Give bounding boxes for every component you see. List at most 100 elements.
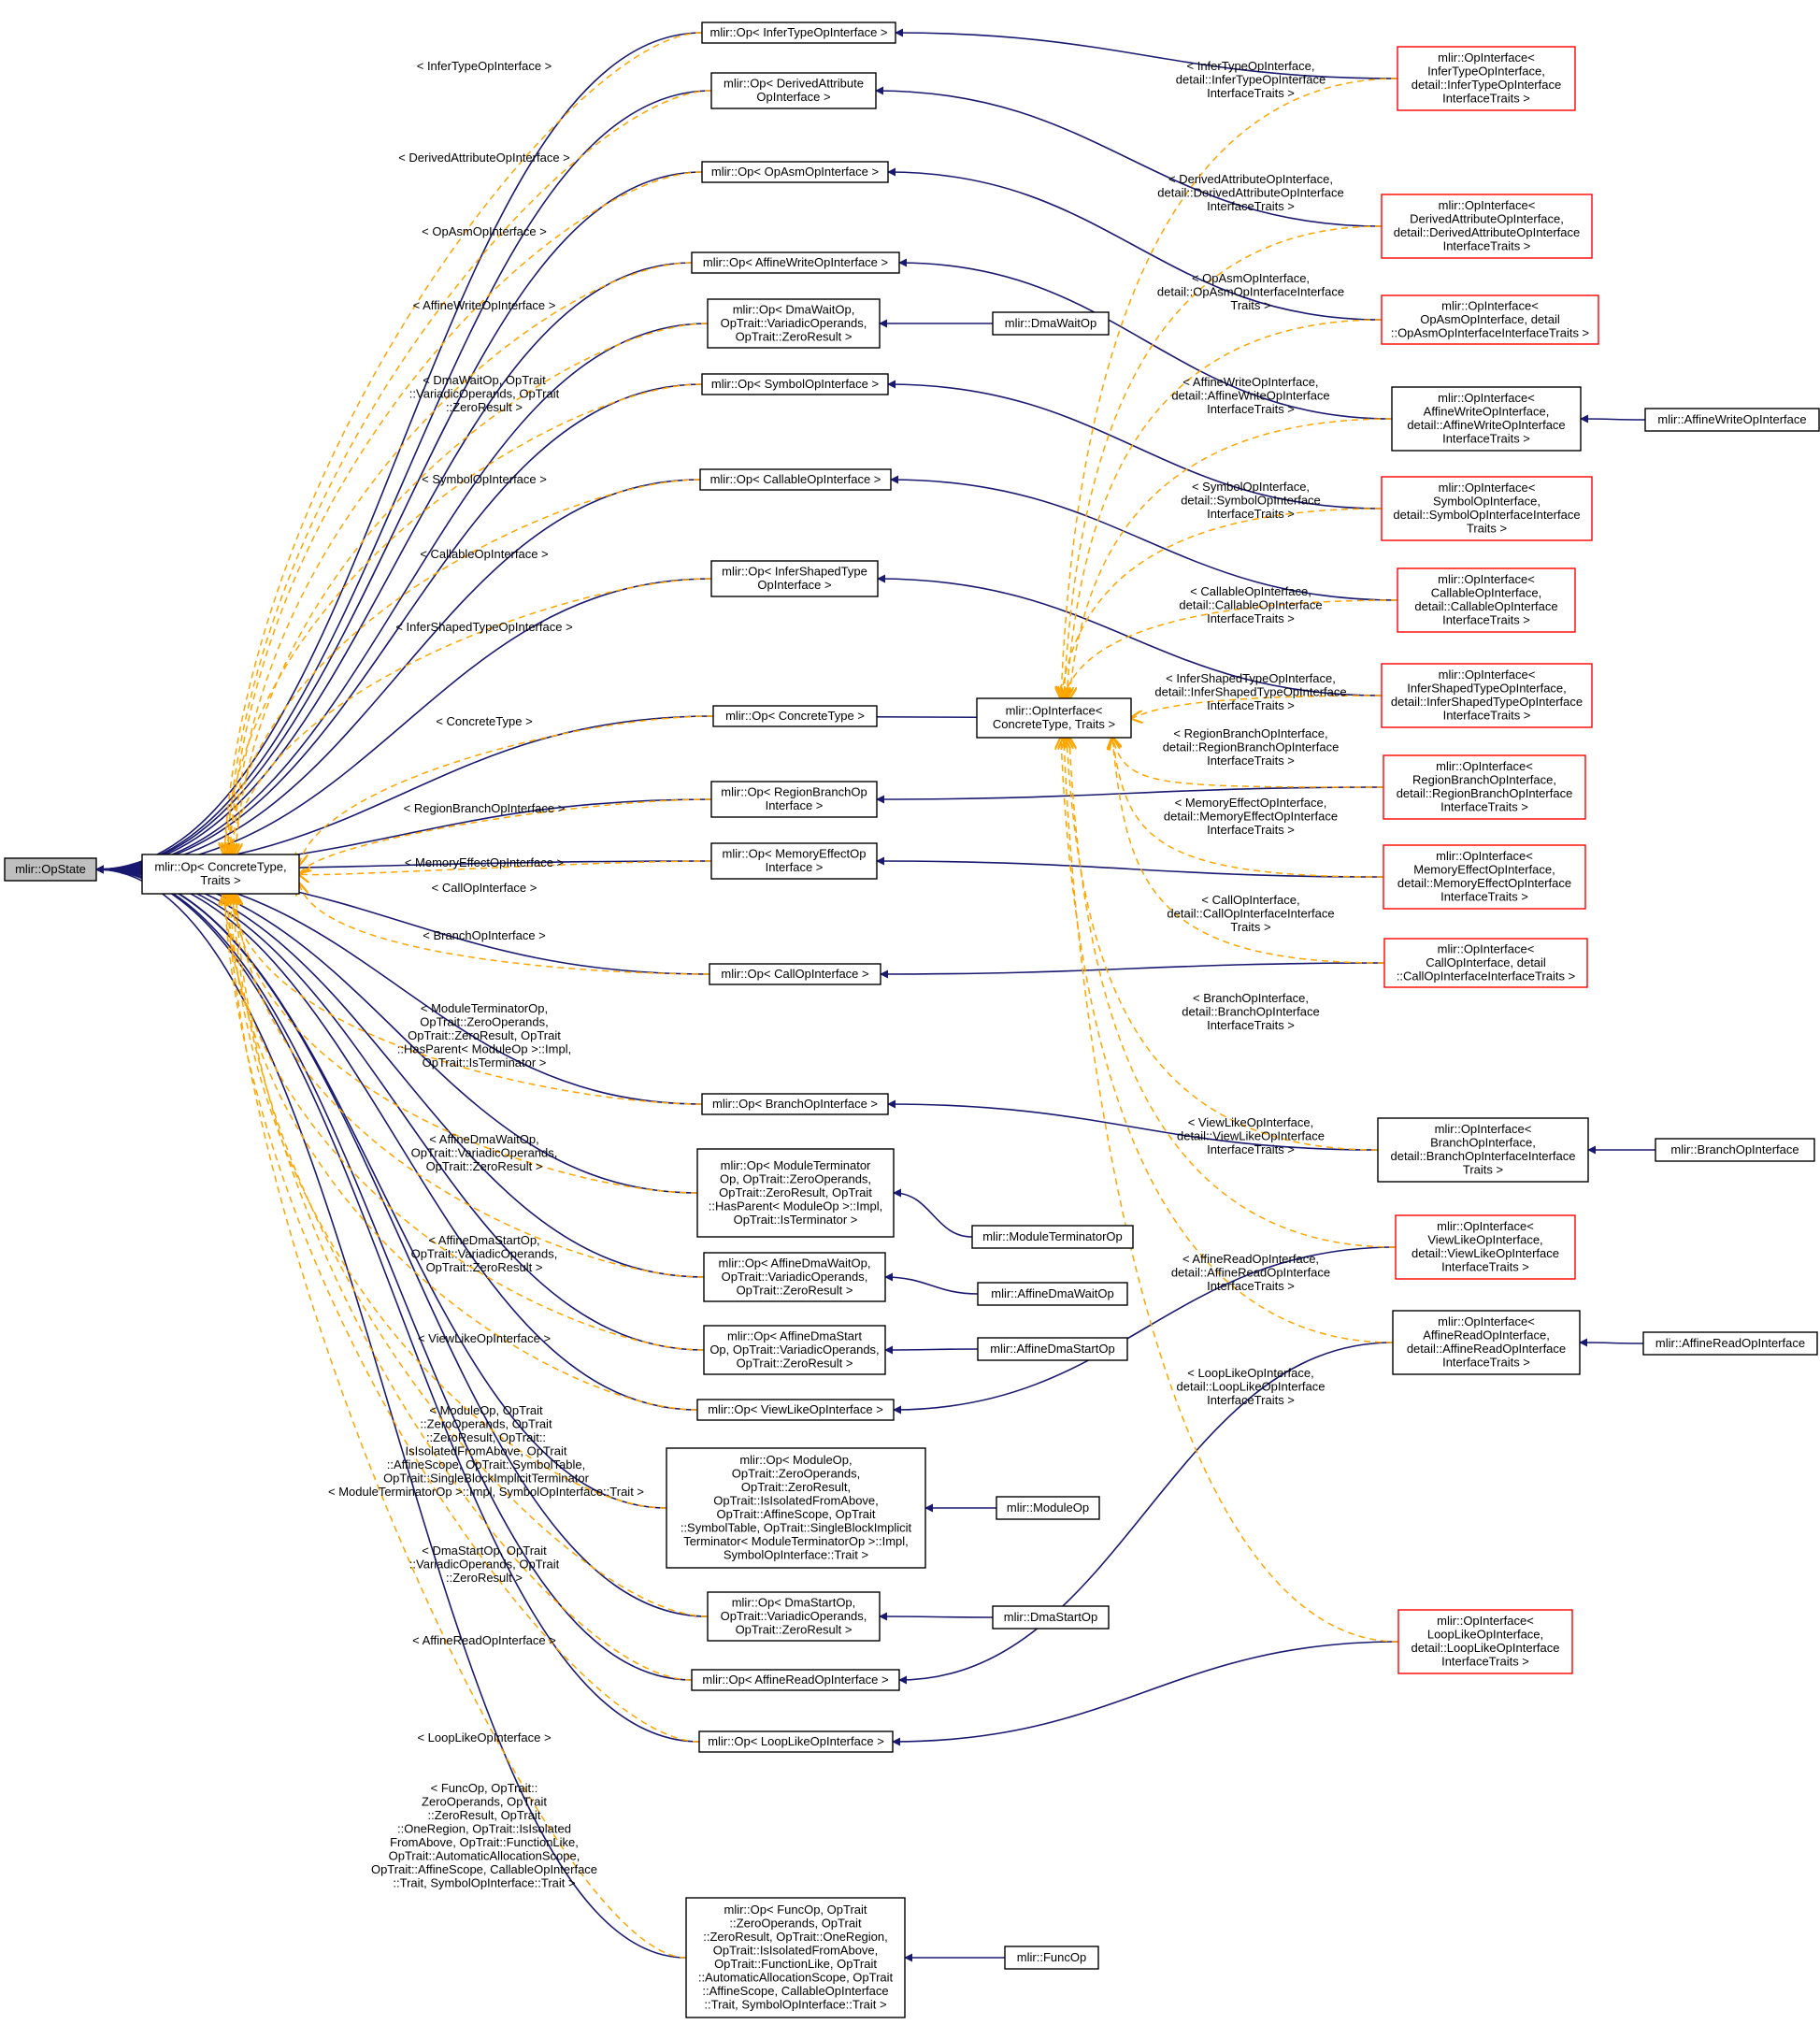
template-edge-opasm (230, 171, 703, 854)
inheritance-edge-affdmawaitop-to-op_affdmawait (884, 1272, 979, 1295)
node-label: mlir::Op< BranchOpInterface > (712, 1097, 878, 1111)
node-if-callable[interactable]: mlir::OpInterface<CallableOpInterface,de… (1397, 567, 1576, 633)
node-if-branch[interactable]: mlir::OpInterface<BranchOpInterface,deta… (1377, 1117, 1589, 1183)
node-label: mlir::ModuleTerminatorOp (982, 1229, 1123, 1243)
node-if-memeffect[interactable]: mlir::OpInterface<MemoryEffectOpInterfac… (1383, 844, 1586, 910)
node-op-infertype[interactable]: mlir::Op< InferTypeOpInterface > (701, 22, 896, 44)
node-modtermop[interactable]: mlir::ModuleTerminatorOp (971, 1225, 1134, 1249)
node-op-opasm[interactable]: mlir::Op< OpAsmOpInterface > (701, 161, 889, 183)
node-op-concrete[interactable]: mlir::Op< ConcreteType > (712, 705, 878, 727)
node-op-viewlike[interactable]: mlir::Op< ViewLikeOpInterface > (696, 1399, 895, 1421)
node-funcop[interactable]: mlir::FuncOp (1004, 1946, 1099, 1970)
edge-label-if-callable: < CallableOpInterface,detail::CallableOp… (1179, 584, 1322, 625)
inheritance-edge-if_regionbranch-to-op_regionbranch (876, 786, 1384, 804)
node-box (712, 705, 878, 727)
node-label: mlir::OpInterface<LoopLikeOpInterface,de… (1412, 1614, 1560, 1669)
node-op-callable[interactable]: mlir::Op< CallableOpInterface > (699, 468, 892, 491)
node-moduleop[interactable]: mlir::ModuleOp (996, 1496, 1100, 1520)
node-if-derived[interactable]: mlir::OpInterface<DerivedAttributeOpInte… (1381, 194, 1593, 259)
node-affdmawaitop[interactable]: mlir::AffineDmaWaitOp (977, 1282, 1128, 1306)
inheritance-edge-affwriteop-to-if_affwrite (1580, 414, 1646, 424)
node-box (1383, 754, 1586, 820)
node-label: mlir::BranchOpInterface (1670, 1142, 1799, 1156)
node-op-symbol[interactable]: mlir::Op< SymbolOpInterface > (701, 373, 889, 395)
edge-label-viewlike: < ViewLikeOpInterface > (418, 1331, 551, 1345)
node-if-call[interactable]: mlir::OpInterface<CallOpInterface, detai… (1383, 938, 1588, 988)
node-label: mlir::Op< AffineReadOpInterface > (702, 1673, 888, 1687)
node-box (710, 72, 877, 109)
node-affreadop[interactable]: mlir::AffineReadOpInterface (1642, 1331, 1818, 1356)
node-if-looplike[interactable]: mlir::OpInterface<LoopLikeOpInterface,de… (1397, 1609, 1573, 1674)
node-branchop[interactable]: mlir::BranchOpInterface (1655, 1138, 1815, 1162)
node-box (1642, 1331, 1818, 1356)
node-affdmastartop[interactable]: mlir::AffineDmaStartOp (977, 1337, 1128, 1361)
edge-label-call: < CallOpInterface > (432, 881, 537, 895)
inheritance-edge-if_symbol-to-op_symbol (887, 380, 1383, 510)
node-label: mlir::OpInterface<OpAsmOpInterface, deta… (1391, 298, 1589, 339)
template-edge-if-call (1112, 738, 1385, 964)
template-edge-if-affread (1061, 738, 1394, 1343)
node-if-infershaped[interactable]: mlir::OpInterface<InferShapedTypeOpInter… (1381, 663, 1593, 728)
node-box (710, 781, 878, 818)
template-edge-derived (227, 90, 712, 854)
inheritance-edge-op_opasm-to-opstate (95, 171, 703, 874)
node-if-ct[interactable]: mlir::OpInterface<ConcreteType, Traits > (976, 697, 1132, 739)
node-if-infertype[interactable]: mlir::OpInterface<InferTypeOpInterface,d… (1397, 46, 1576, 111)
node-label: mlir::Op< InferTypeOpInterface > (709, 25, 887, 39)
node-label: mlir::Op< FuncOp, OpTrait::ZeroOperands,… (698, 1903, 894, 2012)
node-affwriteop[interactable]: mlir::AffineWriteOpInterface (1644, 408, 1820, 432)
node-if-opasm[interactable]: mlir::OpInterface<OpAsmOpInterface, deta… (1381, 294, 1599, 345)
node-label: mlir::OpInterface<SymbolOpInterface,deta… (1393, 481, 1580, 536)
node-box (996, 1496, 1100, 1520)
node-op-dmastart[interactable]: mlir::Op< DmaStartOp,OpTrait::VariadicOp… (707, 1591, 881, 1642)
node-label: mlir::ModuleOp (1007, 1501, 1089, 1515)
node-op-affread[interactable]: mlir::Op< AffineReadOpInterface > (691, 1669, 900, 1691)
node-op-branch[interactable]: mlir::Op< BranchOpInterface > (701, 1093, 889, 1115)
template-edge-memeffect (299, 860, 712, 875)
node-op-affdmawait[interactable]: mlir::Op< AffineDmaWaitOp,OpTrait::Varia… (703, 1252, 886, 1302)
node-op-looplike[interactable]: mlir::Op< LoopLikeOpInterface > (698, 1730, 894, 1753)
node-op-call[interactable]: mlir::Op< CallOpInterface > (709, 963, 881, 985)
node-label: mlir::OpInterface<DerivedAttributeOpInte… (1394, 198, 1580, 253)
edge-label-dmastart: < DmaStartOp, OpTrait::VariadicOperands,… (409, 1544, 560, 1585)
node-box (698, 1730, 894, 1753)
template-edge-if-opasm (1067, 319, 1383, 698)
edge-label-if-derived: < DerivedAttributeOpInterface,detail::De… (1157, 172, 1343, 213)
node-if-viewlike[interactable]: mlir::OpInterface<ViewLikeOpInterface,de… (1395, 1214, 1576, 1280)
inheritance-edge-op_affwrite-to-opstate (95, 262, 693, 874)
template-edge-viewlike (227, 894, 698, 1411)
inheritance-edge-if_derived-to-op_derived (875, 86, 1383, 227)
node-op-dmawait[interactable]: mlir::Op< DmaWaitOp,OpTrait::VariadicOpe… (707, 298, 881, 349)
node-op-module[interactable]: mlir::Op< ModuleOp,OpTrait::ZeroOperands… (666, 1447, 926, 1569)
node-box (696, 1399, 895, 1421)
node-if-symbol[interactable]: mlir::OpInterface<SymbolOpInterface,deta… (1381, 476, 1593, 541)
node-box (976, 697, 1132, 739)
node-if-affread[interactable]: mlir::OpInterface<AffineReadOpInterface,… (1392, 1310, 1581, 1375)
node-op-affwrite[interactable]: mlir::Op< AffineWriteOpInterface > (691, 251, 900, 274)
node-label: mlir::Op< AffineWriteOpInterface > (703, 255, 888, 269)
node-box (1381, 663, 1593, 728)
node-dmawaitop[interactable]: mlir::DmaWaitOp (992, 311, 1110, 336)
edge-label-affwrite: < AffineWriteOpInterface > (413, 298, 556, 312)
node-dmastartop[interactable]: mlir::DmaStartOp (992, 1605, 1110, 1630)
node-if-affwrite[interactable]: mlir::OpInterface<AffineWriteOpInterface… (1391, 386, 1582, 452)
node-if-regionbranch[interactable]: mlir::OpInterface<RegionBranchOpInterfac… (1383, 754, 1586, 820)
template-edge-func (227, 894, 687, 1959)
template-edge-if-symbol (1061, 508, 1383, 698)
node-box (691, 1669, 900, 1691)
node-opstate[interactable]: mlir::OpState (4, 857, 97, 882)
edge-label-if-symbol: < SymbolOpInterface,detail::SymbolOpInte… (1181, 480, 1321, 521)
node-label: mlir::Op< CallableOpInterface > (710, 472, 881, 486)
node-box (977, 1337, 1128, 1361)
node-label: mlir::OpInterface<InferTypeOpInterface,d… (1412, 50, 1561, 106)
node-op-ct[interactable]: mlir::Op< ConcreteType,Traits > (141, 854, 300, 895)
node-label: mlir::AffineWriteOpInterface (1657, 412, 1806, 426)
node-op-func[interactable]: mlir::Op< FuncOp, OpTrait::ZeroOperands,… (685, 1897, 906, 2018)
edge-label-derived: < DerivedAttributeOpInterface > (398, 151, 570, 165)
